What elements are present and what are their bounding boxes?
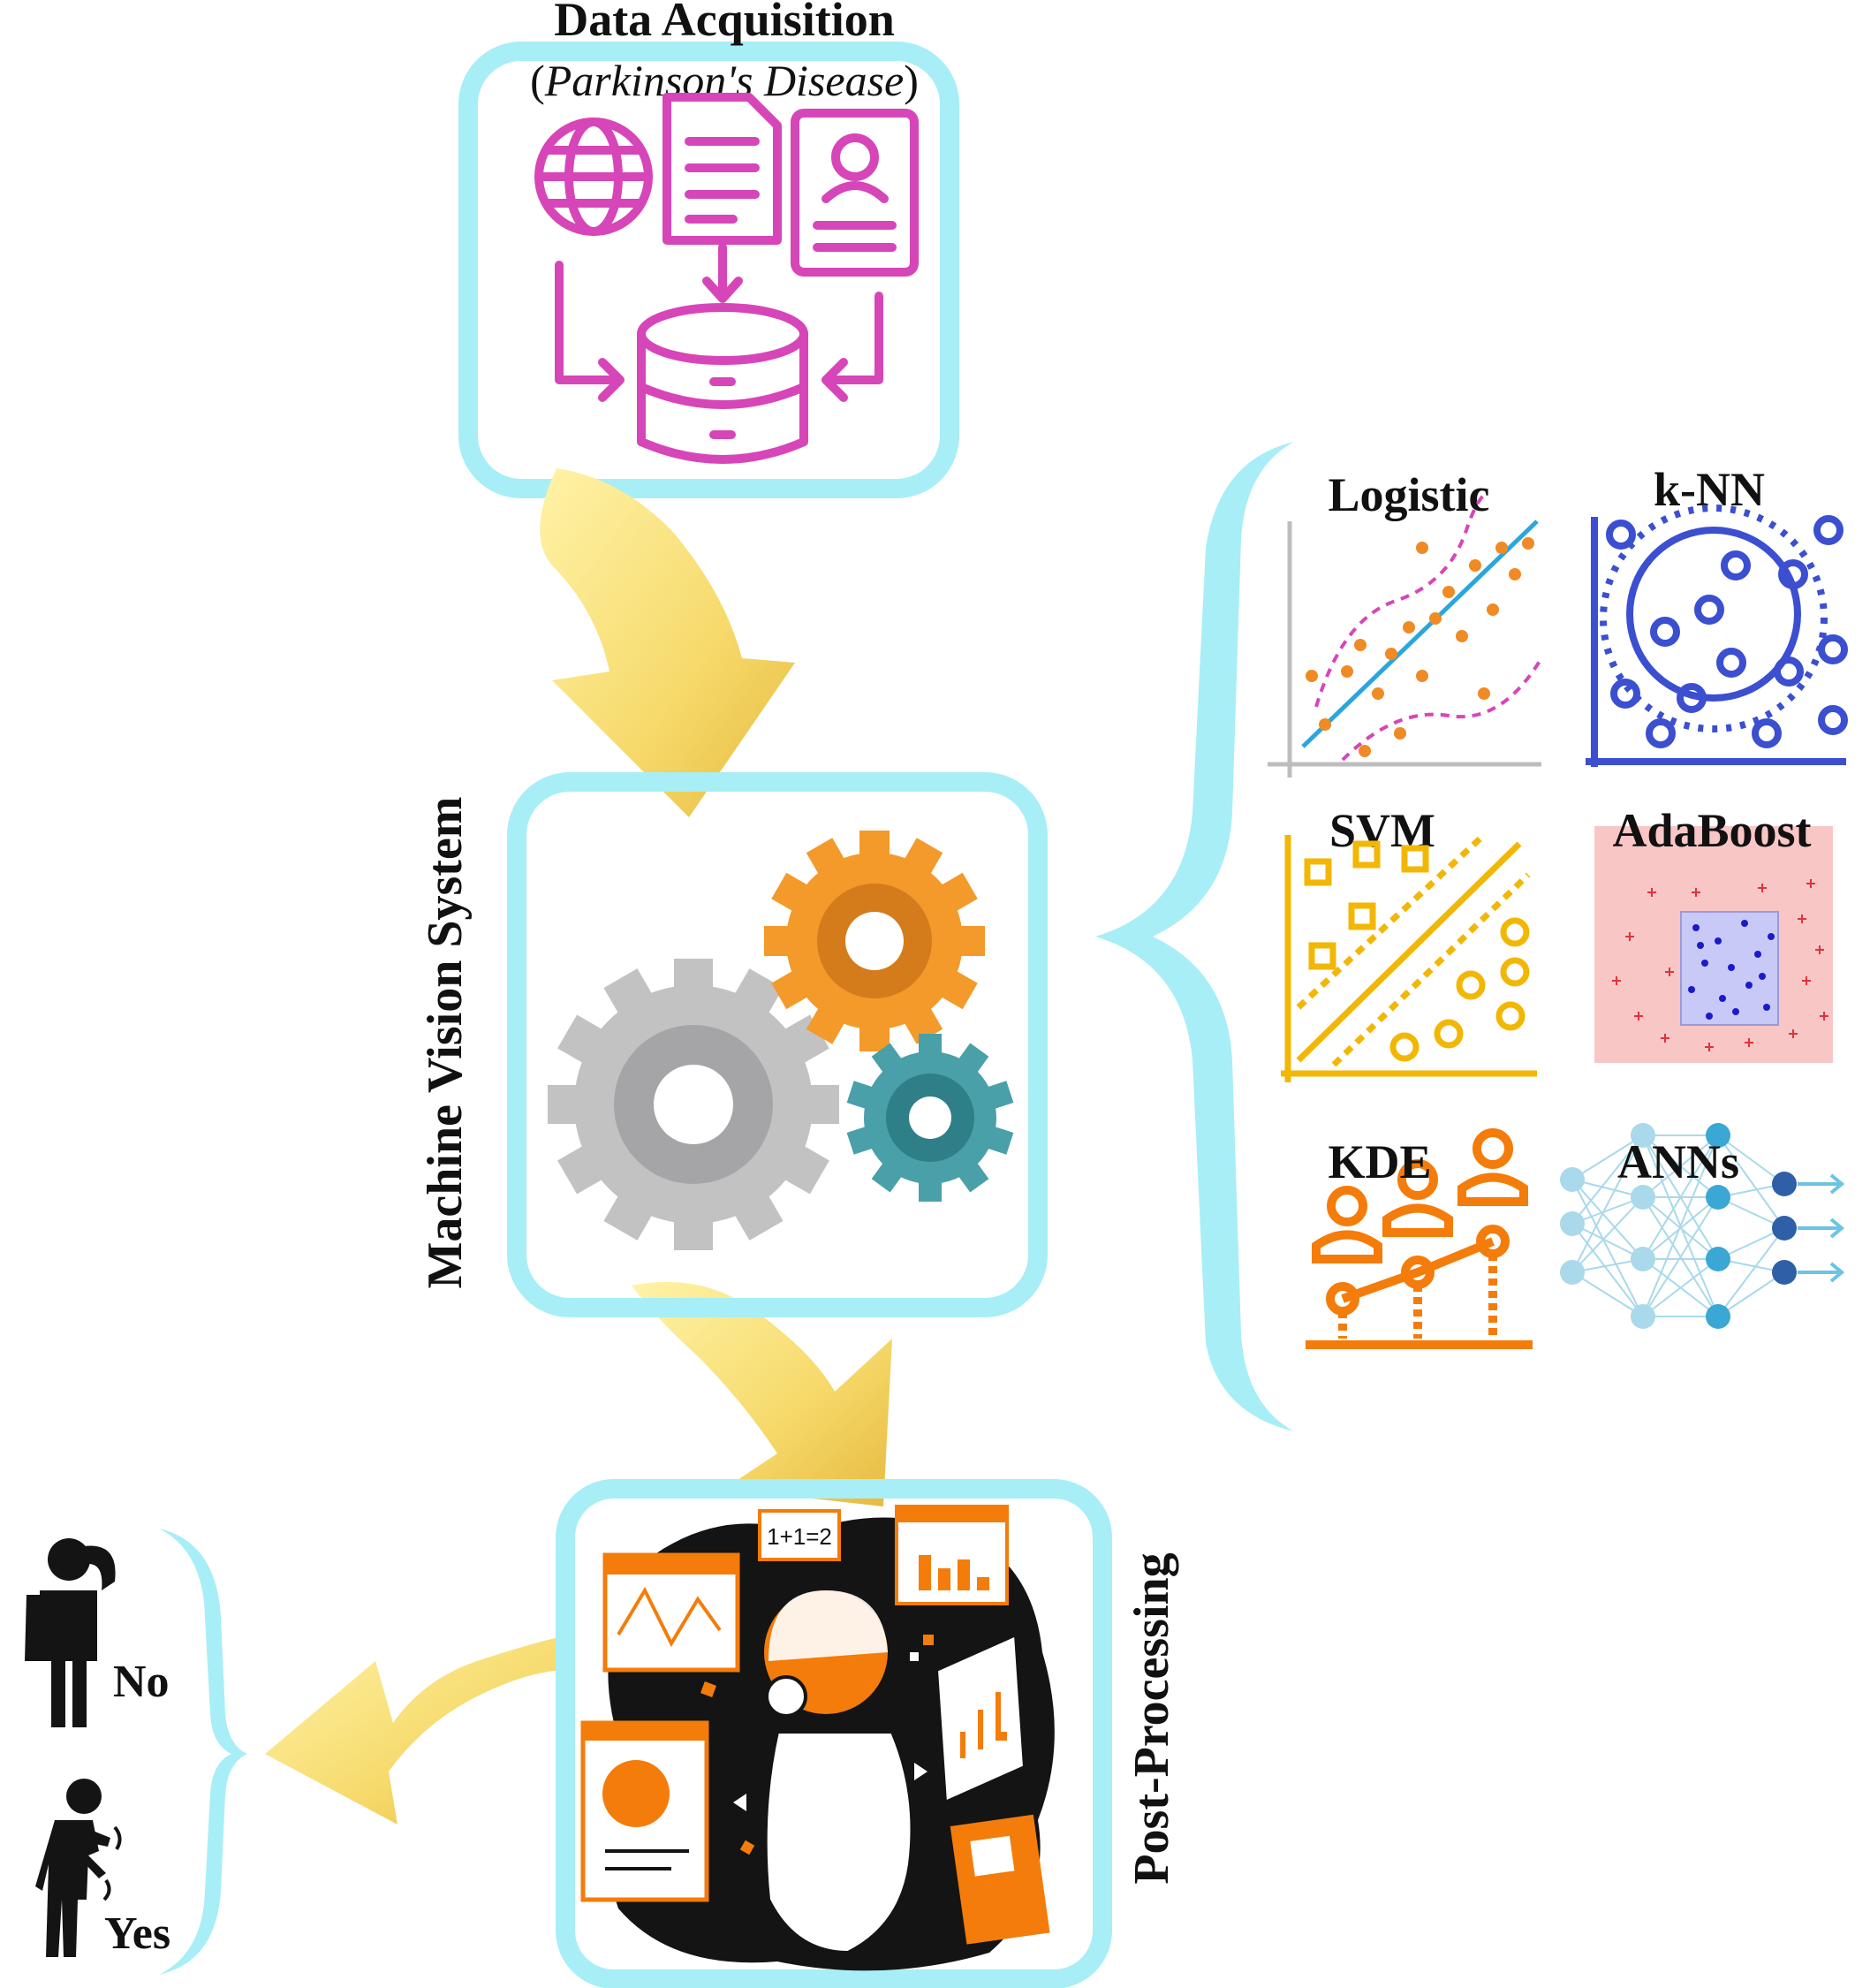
- confused-person-icon: [25, 1538, 116, 1727]
- line-chart-window: [602, 1552, 740, 1673]
- ann-panel: ANNs: [1560, 1123, 1845, 1329]
- acquisition-box: [458, 42, 959, 498]
- right-arrow-line: [821, 292, 883, 384]
- ann-nodes: [1560, 1123, 1797, 1329]
- confetti: [700, 1635, 1007, 1855]
- knn-panel: k-NN: [1586, 463, 1848, 767]
- svg-text:1+1=2: 1+1=2: [767, 1523, 832, 1550]
- processing-panel: Machine Vision System: [418, 772, 1048, 1317]
- orange-gear-icon: [764, 831, 985, 1051]
- document-icon: [662, 93, 782, 245]
- post-box: [556, 1479, 1112, 1988]
- tremor-person-icon: [35, 1779, 122, 1957]
- outcome-no-label: No: [113, 1657, 170, 1707]
- outcome-brace: [159, 1529, 247, 1975]
- methods-brace: [1095, 442, 1294, 1431]
- kde-icon: [1306, 1128, 1533, 1349]
- method-label-kde: KDE: [1328, 1135, 1431, 1188]
- processing-label: Machine Vision System: [418, 797, 473, 1289]
- knn-plot: [1586, 505, 1848, 767]
- method-label-knn: k-NN: [1654, 463, 1765, 516]
- acquisition-panel: Data Acquisition (Parkinson's Disease): [458, 0, 959, 498]
- robot-analytics-illustration: 1+1=2: [580, 1505, 1055, 1971]
- gray-gear-icon: [548, 959, 839, 1250]
- acquisition-title: Data Acquisition: [554, 0, 895, 46]
- method-label-logistic: Logistic: [1329, 468, 1490, 521]
- method-label-adaboost: AdaBoost: [1612, 804, 1811, 857]
- confetti-white: [733, 1652, 927, 1811]
- left-arrow-line: [555, 261, 623, 384]
- processing-box: [507, 772, 1048, 1317]
- adaboost-red-points: [1612, 879, 1828, 1051]
- kde-panel: KDE: [1306, 1128, 1533, 1349]
- svm-plot: [1281, 832, 1537, 1082]
- ann-output-arrows: [1798, 1173, 1845, 1283]
- globe-icon: [534, 118, 653, 236]
- flow-arrow-2: [632, 1281, 892, 1506]
- logistic-panel: Logistic: [1268, 468, 1543, 778]
- logistic-plot: [1268, 493, 1543, 778]
- flow-arrow-1: [540, 468, 795, 817]
- tablet-chart: [934, 1632, 1027, 1805]
- outcome-yes-label: Yes: [104, 1908, 170, 1959]
- svm-panel: SVM: [1281, 804, 1537, 1082]
- formula-window: 1+1=2: [758, 1509, 841, 1561]
- post-panel: Post-Processing 1+1=2: [556, 1479, 1179, 1988]
- teal-gear-icon: [846, 1034, 1014, 1202]
- adaboost-panel: AdaBoost: [1594, 804, 1833, 1063]
- report-document: [950, 1814, 1050, 1945]
- ann-connections: [1571, 1134, 1785, 1317]
- adaboost-blue-points: [1688, 920, 1775, 1020]
- method-label-ann: ANNs: [1617, 1135, 1739, 1188]
- logistic-points: [1306, 537, 1534, 757]
- post-label: Post-Processing: [1124, 1552, 1179, 1884]
- robot-figure: [763, 1590, 914, 1955]
- pie-chart-window: [580, 1720, 709, 1902]
- data-sources-icon: [534, 93, 919, 464]
- profile-card-icon: [791, 109, 919, 277]
- flow-arrow-3: [265, 1635, 570, 1825]
- database-icon: [637, 303, 808, 464]
- bar-chart-window: [895, 1505, 1009, 1605]
